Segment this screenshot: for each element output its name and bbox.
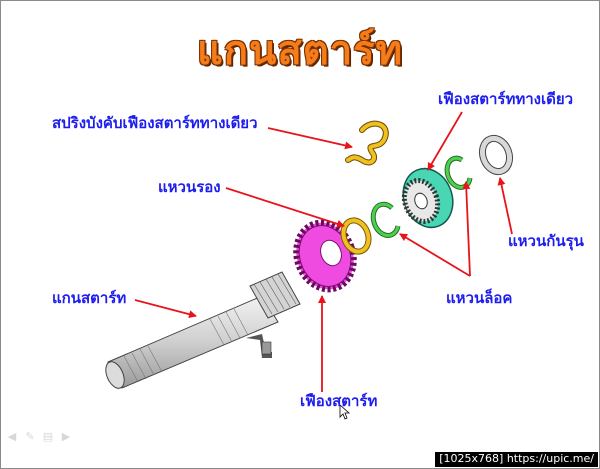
slide-toolbar: ◀ ✎ ▤ ▶ [6,430,72,443]
watermark: [1025x768] https://upic.me/ [435,452,598,467]
circlip-front [370,201,401,238]
arrow-washer [225,187,345,228]
label-oneway-spring: สปริงบังคับเฟืองสตาร์ททางเดียว [52,114,258,132]
mouse-cursor-icon [339,404,351,420]
label-oneway-gear: เฟืองสตาร์ททางเดียว [438,90,574,108]
next-arrow-icon[interactable]: ▶ [61,430,71,443]
label-washer: แหวนรอง [158,178,221,196]
oneway-spring [345,120,389,166]
pointer-tag-icon [246,334,272,358]
arrow-shaft [134,299,197,319]
starter-shaft [105,271,301,389]
label-thrust-washer: แหวนกันรุน [508,232,584,250]
arrow-thrust-washer [497,177,513,235]
arrow-oneway-gear [427,111,463,171]
oneway-starter-gear [401,167,454,229]
washer [340,217,372,255]
thrust-washer [478,134,514,176]
starter-gear [293,219,357,293]
arrow-circlip-2 [462,181,471,277]
callout-arrows [134,111,513,392]
arrow-spring [267,127,353,150]
arrow-circlip-1 [399,233,471,277]
pen-icon[interactable]: ✎ [25,430,35,443]
label-circlip: แหวนล็อค [446,289,513,307]
prev-arrow-icon[interactable]: ◀ [7,430,17,443]
label-shaft: แกนสตาร์ท [52,289,127,307]
slide-menu-icon[interactable]: ▤ [42,430,54,443]
slide-title: แกนสตาร์ท [196,27,404,74]
label-starter-gear: เฟืองสตาร์ท [300,392,378,410]
